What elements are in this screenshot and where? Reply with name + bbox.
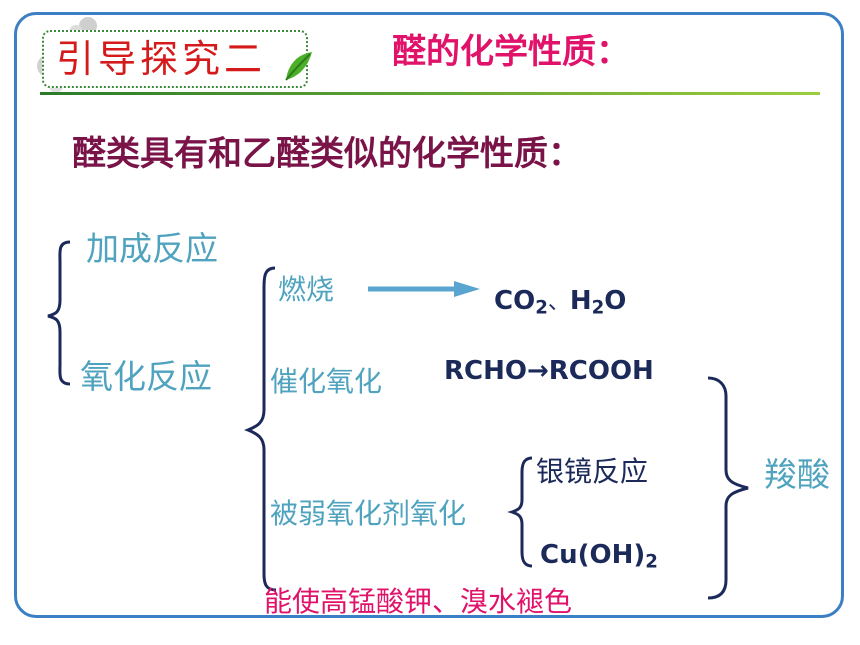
weak-oxidant-label: 被弱氧化剂氧化 bbox=[270, 497, 467, 530]
section-tag: 引导探究二 bbox=[42, 30, 308, 88]
section-tag-label: 引导探究二 bbox=[56, 37, 267, 81]
slide-frame bbox=[14, 12, 844, 618]
title-underline bbox=[40, 92, 820, 95]
carboxylic-brace bbox=[707, 376, 749, 600]
catalytic-oxidation-label: 催化氧化 bbox=[270, 365, 383, 398]
leaf-icon bbox=[285, 52, 312, 81]
burning-label: 燃烧 bbox=[278, 273, 335, 306]
outer-brace bbox=[47, 240, 71, 386]
addition-reaction: 加成反应 bbox=[86, 229, 218, 268]
kmno4-bromine-decolor: 能使高锰酸钾、溴水褪色 bbox=[264, 585, 573, 618]
page-title: 醛的化学性质： bbox=[392, 32, 630, 72]
oxidation-reaction: 氧化反应 bbox=[80, 357, 212, 396]
burning-arrow-head bbox=[454, 281, 480, 297]
weak-oxidant-brace bbox=[507, 456, 533, 568]
copper-hydroxide: Cu(OH)2 bbox=[540, 540, 658, 573]
catalytic-formula: RCHO→RCOOH bbox=[444, 356, 654, 386]
carboxylic-acid: 羧酸 bbox=[764, 455, 830, 494]
silver-mirror-reaction: 银镜反应 bbox=[536, 455, 649, 488]
oxidation-brace bbox=[243, 266, 277, 592]
page-subtitle: 醛类具有和乙醛类似的化学性质： bbox=[72, 134, 582, 174]
burning-products: CO2、H2O bbox=[494, 286, 627, 319]
